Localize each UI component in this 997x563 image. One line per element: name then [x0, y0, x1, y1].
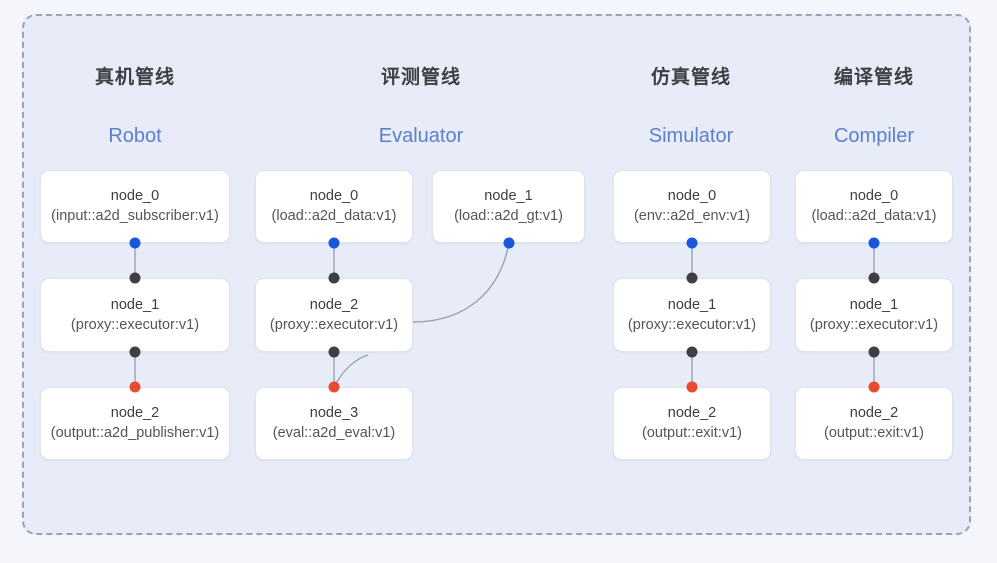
node-evaluator-1[interactable]: node_1 (load::a2d_gt:v1): [432, 170, 585, 243]
node-simulator-0[interactable]: node_0 (env::a2d_env:v1): [613, 170, 771, 243]
node-label-type: (input::a2d_subscriber:v1): [51, 208, 219, 224]
node-label-name: node_1: [667, 296, 717, 313]
node-label-name: node_0: [309, 188, 359, 204]
column-title-simulator: 仿真管线: [650, 67, 731, 88]
port-in-evaluator-2[interactable]: [328, 272, 340, 284]
node-label-type: (output::exit:v1): [642, 425, 742, 441]
node-label-name: node_2: [667, 405, 717, 421]
node-compiler-0[interactable]: node_0 (load::a2d_data:v1): [795, 170, 953, 243]
column-subtitle-robot: Robot: [108, 125, 162, 147]
node-label-type: (proxy::executor:v1): [269, 316, 399, 333]
column-subtitle-evaluator: Evaluator: [378, 125, 464, 147]
port-out-simulator-1[interactable]: [686, 346, 698, 358]
node-robot-0[interactable]: node_0 (input::a2d_subscriber:v1): [40, 170, 230, 243]
port-in-robot-2[interactable]: [129, 381, 141, 393]
port-in-compiler-1[interactable]: [868, 272, 880, 284]
node-evaluator-2[interactable]: node_2 (proxy::executor:v1): [255, 278, 413, 352]
port-out-simulator-0[interactable]: [686, 237, 698, 249]
node-label-name: node_0: [849, 188, 899, 204]
column-subtitle-simulator: Simulator: [648, 125, 734, 147]
node-evaluator-3[interactable]: node_3 (eval::a2d_eval:v1): [255, 387, 413, 460]
node-robot-1[interactable]: node_1 (proxy::executor:v1): [40, 278, 230, 352]
port-in-simulator-2[interactable]: [686, 381, 698, 393]
node-label-type: (output::exit:v1): [824, 425, 924, 441]
node-robot-2[interactable]: node_2 (output::a2d_publisher:v1): [40, 387, 230, 460]
node-label-type: (proxy::executor:v1): [70, 316, 200, 333]
node-label-type: (proxy::executor:v1): [809, 316, 939, 333]
node-label-name: node_1: [110, 296, 160, 313]
port-out-evaluator-0[interactable]: [328, 237, 340, 249]
port-out-evaluator-1[interactable]: [503, 237, 515, 249]
node-label-type: (env::a2d_env:v1): [633, 208, 751, 224]
node-label-name: node_0: [667, 188, 717, 204]
node-label-name: node_0: [110, 188, 160, 204]
port-out-compiler-0[interactable]: [868, 237, 880, 249]
column-title-robot: 真机管线: [94, 67, 175, 88]
node-label-type: (load::a2d_gt:v1): [454, 208, 563, 224]
node-label-name: node_3: [309, 405, 359, 421]
node-label-name: node_2: [309, 296, 359, 313]
column-title-compiler: 编译管线: [833, 67, 914, 88]
node-label-name: node_1: [849, 296, 899, 313]
node-label-type: (proxy::executor:v1): [627, 316, 757, 333]
column-title-evaluator: 评测管线: [380, 67, 461, 88]
node-label-name: node_1: [484, 188, 533, 204]
node-label-name: node_2: [849, 405, 899, 421]
node-label-name: node_2: [110, 405, 160, 421]
node-compiler-1[interactable]: node_1 (proxy::executor:v1): [795, 278, 953, 352]
node-label-type: (output::a2d_publisher:v1): [50, 425, 220, 441]
node-compiler-2[interactable]: node_2 (output::exit:v1): [795, 387, 953, 460]
node-label-type: (load::a2d_data:v1): [271, 208, 397, 224]
port-in-evaluator-3[interactable]: [328, 381, 340, 393]
port-out-robot-1[interactable]: [129, 346, 141, 358]
port-in-robot-1[interactable]: [129, 272, 141, 284]
node-label-type: (eval::a2d_eval:v1): [272, 425, 396, 441]
port-out-compiler-1[interactable]: [868, 346, 880, 358]
node-evaluator-0[interactable]: node_0 (load::a2d_data:v1): [255, 170, 413, 243]
node-simulator-1[interactable]: node_1 (proxy::executor:v1): [613, 278, 771, 352]
port-out-robot-0[interactable]: [129, 237, 141, 249]
node-label-type: (load::a2d_data:v1): [811, 208, 937, 224]
port-out-evaluator-2[interactable]: [328, 346, 340, 358]
node-simulator-2[interactable]: node_2 (output::exit:v1): [613, 387, 771, 460]
column-subtitle-compiler: Compiler: [833, 125, 915, 147]
port-in-simulator-1[interactable]: [686, 272, 698, 284]
port-in-compiler-2[interactable]: [868, 381, 880, 393]
